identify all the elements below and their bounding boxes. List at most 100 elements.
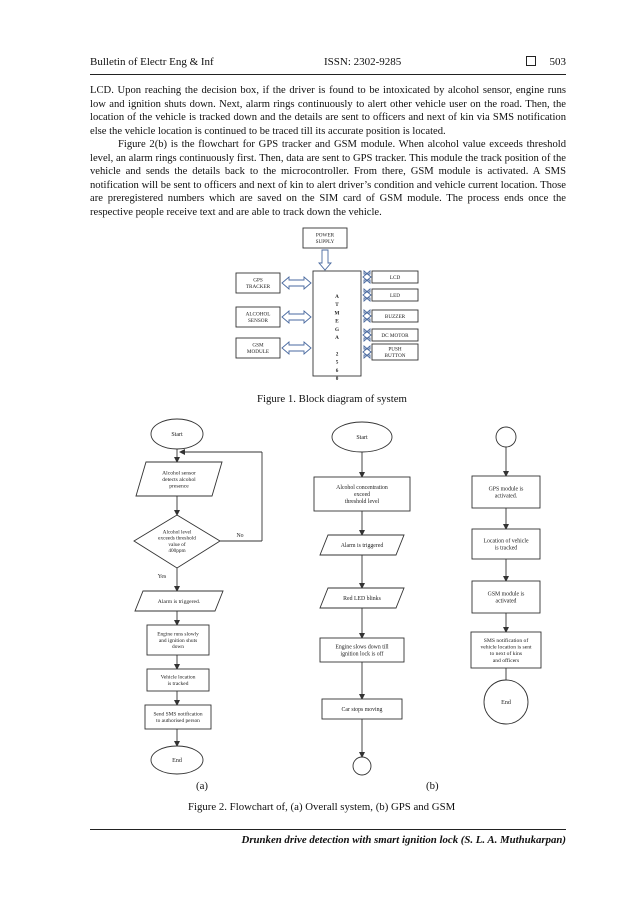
fig2b-step4-label-line: vehicle location is sent	[480, 645, 532, 651]
fig2a-step3-label-line: and ignition shuts	[159, 638, 197, 644]
fig2m-start-label: Start	[356, 435, 368, 441]
output-label-2-line: BUZZER	[385, 314, 406, 320]
fig2a-step3-label-line: down	[172, 644, 184, 650]
figure2b-sublabel: (b)	[426, 780, 439, 792]
running-header: Bulletin of Electr Eng & Inf ISSN: 2302-…	[90, 56, 566, 74]
fig2b-connector	[495, 426, 517, 448]
page-number: 503	[549, 56, 567, 68]
paragraph-1: LCD. Upon reaching the decision box, if …	[90, 85, 566, 137]
fig2m-step1-label-line: Alcohol concentration	[336, 485, 388, 491]
fig2a-decision-label-line: value of	[168, 541, 185, 548]
input-arrow-2	[281, 341, 312, 355]
fig2m-step1	[313, 476, 411, 512]
page-number-block: 503	[525, 56, 567, 68]
atmega2560-box	[312, 270, 362, 377]
input-box-1	[235, 306, 281, 328]
power-arrow	[318, 249, 332, 271]
fig2a-decision-label-line: exceeds threshold	[158, 536, 196, 542]
input-box-2	[235, 337, 281, 359]
output-label-4-line: BUTTON	[385, 353, 406, 359]
fig2b-end-label: End	[501, 700, 511, 706]
fig2a-step1-label-line: detects alcohol	[162, 477, 196, 483]
output-arrow-1	[362, 288, 372, 302]
mcu-letter: 5	[336, 360, 339, 366]
figure2a-sublabel: (a)	[196, 780, 208, 792]
output-box-2	[371, 309, 419, 323]
fig2a-end-label: End	[172, 758, 182, 764]
fig2b-step4-label-line: to next of kins	[490, 650, 522, 657]
header-rule	[90, 74, 566, 75]
input-arrow-0	[281, 276, 312, 290]
fig2a-decision-label-line: 400ppm	[168, 548, 186, 554]
journal-name: Bulletin of Electr Eng & Inf	[90, 56, 214, 68]
input-label-1-line: ALCOHOL	[246, 312, 271, 318]
fig2m-step5-label-line: Car stops moving	[342, 707, 383, 713]
fig2b-step2	[471, 528, 541, 560]
fig2a-step5-label-line: Send SMS notification	[153, 711, 202, 718]
fig2a-yes-label: Yes	[158, 574, 167, 580]
mcu-letter: 0	[336, 376, 339, 382]
output-label-1-line: LED	[390, 293, 400, 299]
mcu-letter: T	[335, 302, 339, 308]
fig2a-step1-label-line: Alcohol sensor	[162, 470, 196, 476]
fig2b-step4-label-line: SMS notification of	[484, 637, 529, 644]
fig2m-step3	[319, 587, 405, 609]
fig2a-step3-label-line: Engine runs slowly	[157, 631, 199, 637]
fig2b-step1-label-line: activated.	[495, 493, 518, 499]
fig2b-step2-label-line: Location of vehicle	[483, 538, 528, 545]
input-label-2-line: MODULE	[247, 349, 269, 355]
fig2b-step3-label-line: activated	[496, 598, 517, 604]
power-supply-box	[302, 227, 348, 249]
fig2b-step1	[471, 475, 541, 509]
fig2a-step5-label-line: to authorised person	[156, 718, 200, 724]
fig2m-step4	[319, 637, 405, 663]
footer-rule	[90, 829, 566, 830]
fig2m-connector	[352, 756, 372, 776]
output-arrow-2	[362, 309, 372, 323]
mcu-letter: M	[335, 310, 340, 316]
output-arrow-0	[362, 270, 372, 284]
input-label-0-line: GPS	[253, 278, 263, 284]
fig2a-step2	[134, 590, 224, 612]
figure2-caption: Figure 2. Flowchart of, (a) Overall syst…	[188, 801, 456, 813]
output-arrow-3	[362, 328, 372, 342]
fig2a-start-label-line: Start	[171, 432, 183, 438]
fig2a-no-label: No	[236, 533, 243, 539]
fig2m-step1-label-line: exceed	[354, 492, 370, 498]
fig2m-step2-label-line: Alarm is triggered	[341, 543, 384, 549]
output-label-3-line: DC MOTOR	[381, 333, 409, 339]
fig2a-step1-label-line: presence	[169, 484, 189, 490]
input-arrow-1	[281, 310, 312, 324]
figure1-caption: Figure 1. Block diagram of system	[257, 393, 407, 405]
input-label-0-line: TRACKER	[246, 284, 271, 290]
mcu-letter: E	[335, 319, 339, 325]
fig2a-step2-label-line: Alarm is triggered.	[158, 599, 201, 605]
fig2a-step4-label-line: is tracked	[168, 681, 189, 687]
running-footer: Drunken drive detection with smart ignit…	[241, 834, 566, 846]
body-text: LCD. Upon reaching the decision box, if …	[90, 84, 566, 219]
output-box-4	[371, 343, 419, 361]
fig2m-step3-label-line: Red LED blinks	[343, 596, 381, 602]
fig2a-step4	[146, 668, 210, 692]
fig2b-step3-label-line: GSM module is	[488, 592, 525, 598]
fig2b-step3	[471, 580, 541, 614]
paragraph-2: Figure 2(b) is the flowchart for GPS tra…	[90, 139, 566, 218]
input-label-2-line: GSM	[252, 343, 264, 349]
mcu-letter: 2	[336, 351, 339, 357]
output-label-4-line: PUSH	[388, 347, 402, 353]
fig2a-step1	[135, 461, 223, 497]
fig2m-step2	[319, 534, 405, 556]
mcu-letter: A	[335, 294, 339, 300]
mcu-letter: 6	[336, 368, 339, 374]
fig2a-step5	[144, 704, 212, 730]
mcu-letter: A	[335, 335, 339, 341]
input-label-1-line: SENSOR	[248, 318, 268, 324]
output-label-0-line: LCD	[390, 275, 401, 281]
fig2b-end	[483, 679, 529, 725]
mcu-letter: G	[335, 327, 339, 333]
fig2a-step3	[146, 624, 210, 656]
fig2b-step4-label-line: and officers	[493, 657, 519, 664]
output-box-0	[371, 270, 419, 284]
checkbox-icon	[525, 56, 536, 66]
